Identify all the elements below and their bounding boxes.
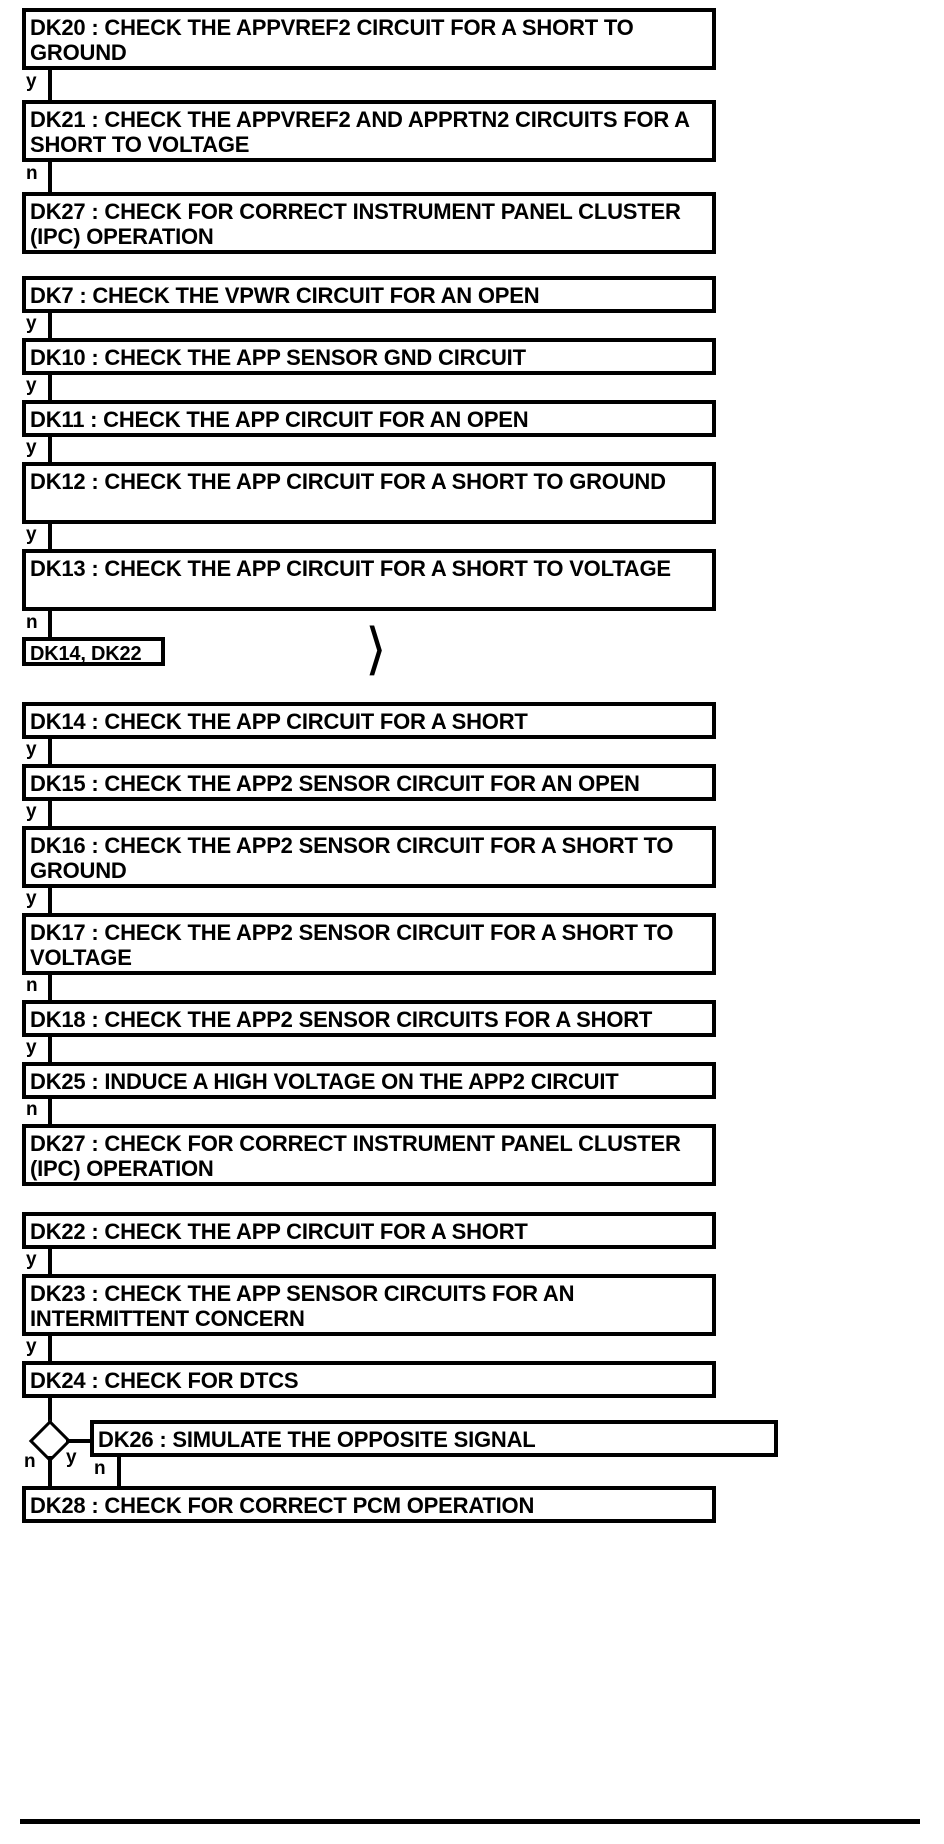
edge-label-DK11-DK12: y bbox=[26, 437, 37, 458]
node-DK10[interactable]: DK10 : CHECK THE APP SENSOR GND CIRCUIT bbox=[22, 338, 716, 375]
connector-DK10-DK11 bbox=[48, 375, 52, 400]
connector-DK24-decision bbox=[48, 1398, 52, 1426]
node-DK26[interactable]: DK26 : SIMULATE THE OPPOSITE SIGNAL bbox=[90, 1420, 778, 1457]
edge-label-DK21-DK27a: n bbox=[26, 163, 38, 184]
node-DK21[interactable]: DK21 : CHECK THE APPVREF2 AND APPRTN2 CI… bbox=[22, 100, 716, 162]
node-DK23[interactable]: DK23 : CHECK THE APP SENSOR CIRCUITS FOR… bbox=[22, 1274, 716, 1336]
connector-DK13-DK14DK22tag bbox=[48, 611, 52, 639]
edge-label-DK18-DK25: y bbox=[26, 1037, 37, 1058]
connector-DK15-DK16 bbox=[48, 801, 52, 826]
edge-label-decision-DK26: y bbox=[66, 1447, 77, 1468]
connector-DK16-DK17 bbox=[48, 888, 52, 913]
node-DK27-a[interactable]: DK27 : CHECK FOR CORRECT INSTRUMENT PANE… bbox=[22, 192, 716, 254]
connector-DK7-DK10 bbox=[48, 313, 52, 338]
node-DK27-b[interactable]: DK27 : CHECK FOR CORRECT INSTRUMENT PANE… bbox=[22, 1124, 716, 1186]
connector-DK12-DK13 bbox=[48, 524, 52, 549]
connector-decision-DK28 bbox=[48, 1456, 52, 1486]
connector-DK18-DK25 bbox=[48, 1037, 52, 1062]
node-DK16[interactable]: DK16 : CHECK THE APP2 SENSOR CIRCUIT FOR… bbox=[22, 826, 716, 888]
node-DK28[interactable]: DK28 : CHECK FOR CORRECT PCM OPERATION bbox=[22, 1486, 716, 1523]
edge-label-DK7-DK10: y bbox=[26, 313, 37, 334]
connector-DK11-DK12 bbox=[48, 437, 52, 462]
edge-label-DK20-DK21: y bbox=[26, 71, 37, 92]
connector-DK26-DK28 bbox=[117, 1457, 121, 1486]
edge-label-DK25-DK27b: n bbox=[26, 1099, 38, 1120]
chevron-right-icon: ⟩ bbox=[365, 617, 387, 680]
node-DK22[interactable]: DK22 : CHECK THE APP CIRCUIT FOR A SHORT bbox=[22, 1212, 716, 1249]
edge-label-DK14-DK15: y bbox=[26, 739, 37, 760]
edge-label-DK17-DK18: n bbox=[26, 975, 38, 996]
edge-label-DK26-DK28: n bbox=[94, 1458, 106, 1479]
connector-decision-DK26 bbox=[66, 1439, 92, 1443]
node-DK18[interactable]: DK18 : CHECK THE APP2 SENSOR CIRCUITS FO… bbox=[22, 1000, 716, 1037]
edge-label-DK16-DK17: y bbox=[26, 888, 37, 909]
edge-label-DK23-DK24: y bbox=[26, 1336, 37, 1357]
node-DK20[interactable]: DK20 : CHECK THE APPVREF2 CIRCUIT FOR A … bbox=[22, 8, 716, 70]
edge-label-decision-DK28: n bbox=[24, 1451, 36, 1472]
connector-DK23-DK24 bbox=[48, 1336, 52, 1361]
node-DK24[interactable]: DK24 : CHECK FOR DTCS bbox=[22, 1361, 716, 1398]
node-DK14-DK22-tag[interactable]: DK14, DK22 bbox=[22, 637, 165, 666]
bottom-divider bbox=[20, 1819, 920, 1824]
node-DK7[interactable]: DK7 : CHECK THE VPWR CIRCUIT FOR AN OPEN bbox=[22, 276, 716, 313]
edge-label-DK10-DK11: y bbox=[26, 375, 37, 396]
node-DK11[interactable]: DK11 : CHECK THE APP CIRCUIT FOR AN OPEN bbox=[22, 400, 716, 437]
edge-label-DK12-DK13: y bbox=[26, 524, 37, 545]
connector-DK22-DK23 bbox=[48, 1249, 52, 1274]
edge-label-DK15-DK16: y bbox=[26, 801, 37, 822]
edge-label-DK13-DK14DK22tag: n bbox=[26, 612, 38, 633]
node-DK25[interactable]: DK25 : INDUCE A HIGH VOLTAGE ON THE APP2… bbox=[22, 1062, 716, 1099]
connector-DK14-DK15 bbox=[48, 739, 52, 764]
node-DK13[interactable]: DK13 : CHECK THE APP CIRCUIT FOR A SHORT… bbox=[22, 549, 716, 611]
node-DK15[interactable]: DK15 : CHECK THE APP2 SENSOR CIRCUIT FOR… bbox=[22, 764, 716, 801]
node-DK17[interactable]: DK17 : CHECK THE APP2 SENSOR CIRCUIT FOR… bbox=[22, 913, 716, 975]
edge-label-DK22-DK23: y bbox=[26, 1249, 37, 1270]
connector-DK17-DK18 bbox=[48, 975, 52, 1000]
connector-DK20-DK21 bbox=[48, 70, 52, 100]
node-DK14[interactable]: DK14 : CHECK THE APP CIRCUIT FOR A SHORT bbox=[22, 702, 716, 739]
connector-DK25-DK27b bbox=[48, 1099, 52, 1124]
node-DK12[interactable]: DK12 : CHECK THE APP CIRCUIT FOR A SHORT… bbox=[22, 462, 716, 524]
connector-DK21-DK27a bbox=[48, 162, 52, 192]
